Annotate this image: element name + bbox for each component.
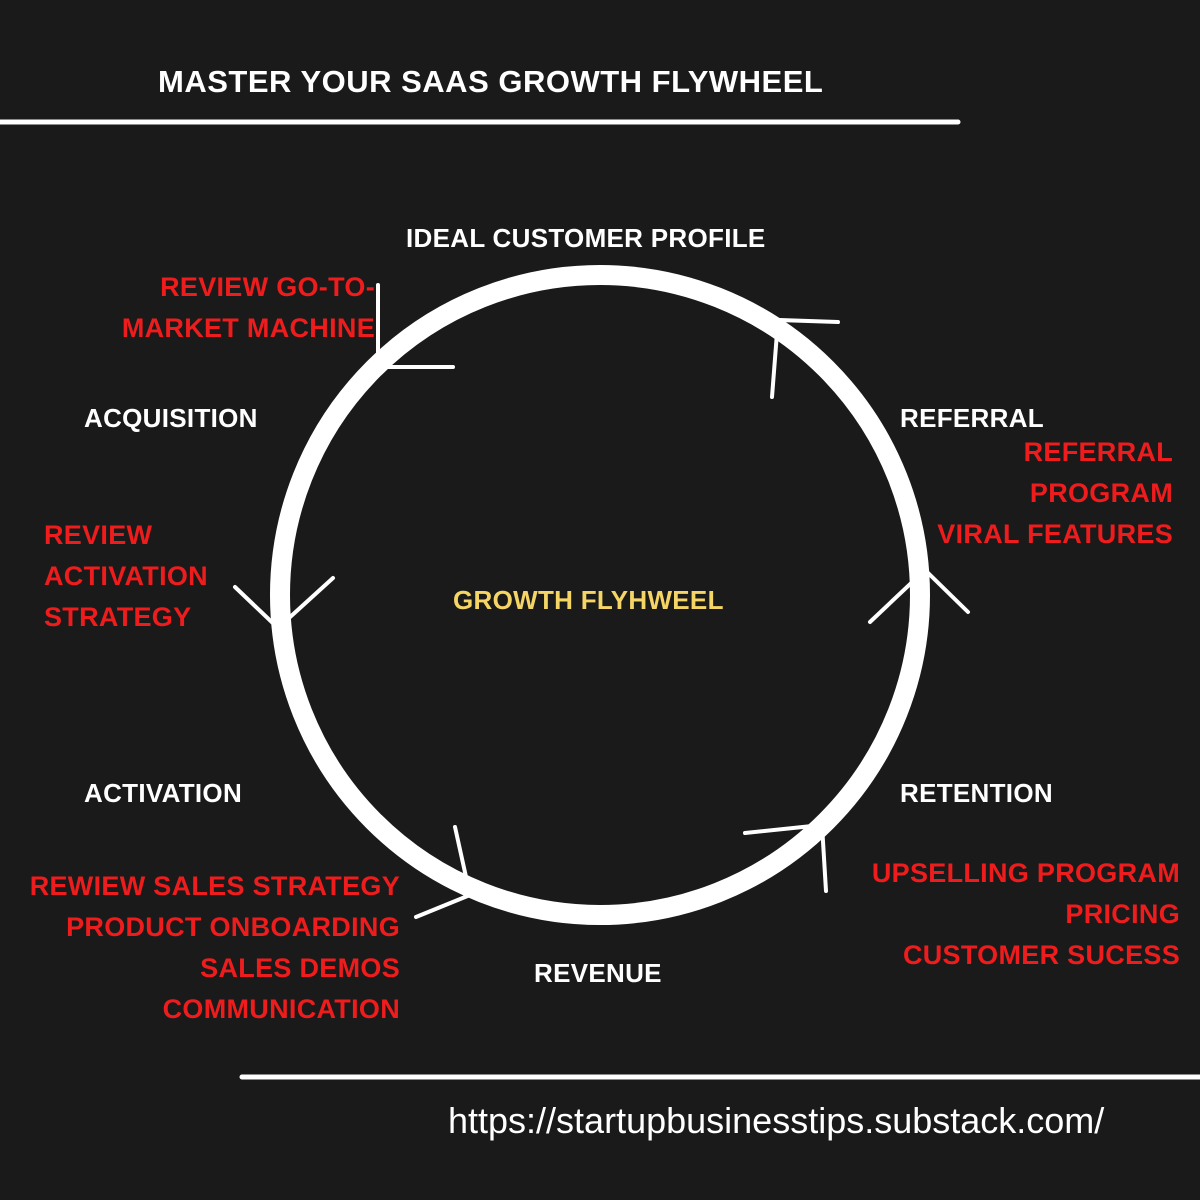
stage-ideal-customer-profile: IDEAL CUSTOMER PROFILE <box>406 223 766 253</box>
flywheel-ring <box>270 265 930 925</box>
gtm-actions: REVIEW GO-TO- MARKET MACHINE <box>122 267 375 349</box>
activation-actions: REVIEW ACTIVATION STRATEGY <box>44 515 208 638</box>
center-label: GROWTH FLYHWEEL <box>453 585 724 615</box>
revenue-actions: REWIEW SALES STRATEGY PRODUCT ONBOARDING… <box>30 866 400 1030</box>
stage-revenue: REVENUE <box>534 958 662 988</box>
stage-activation: ACTIVATION <box>84 778 243 808</box>
arrow-bottom-right-icon <box>743 822 828 893</box>
action-item: VIRAL FEATURES <box>937 519 1173 549</box>
stage-acquisition: ACQUISITION <box>84 403 258 433</box>
action-item: CUSTOMER SUCESS <box>902 940 1180 970</box>
retention-actions: UPSELLING PROGRAM PRICING CUSTOMER SUCES… <box>872 853 1180 976</box>
referral-actions: REFERRAL PROGRAM VIRAL FEATURES <box>937 432 1173 555</box>
stage-referral: REFERRAL <box>900 403 1044 433</box>
arrow-left-icon <box>233 576 335 631</box>
action-item: PRODUCT ONBOARDING <box>66 912 400 942</box>
action-item: ACTIVATION <box>44 561 208 591</box>
source-url-link[interactable]: https://startupbusinesstips.substack.com… <box>448 1100 1105 1141</box>
action-item: PRICING <box>1065 899 1180 929</box>
action-item: COMMUNICATION <box>162 994 400 1024</box>
action-item: REVIEW <box>44 520 153 550</box>
action-item: REVIEW GO-TO- <box>160 272 375 302</box>
stage-retention: RETENTION <box>900 778 1053 808</box>
action-item: MARKET MACHINE <box>121 313 375 343</box>
action-item: REFERRAL <box>1023 437 1173 467</box>
action-item: STRATEGY <box>44 602 192 632</box>
page-title: MASTER YOUR SAAS GROWTH FLYWHEEL <box>158 64 824 99</box>
action-item: SALES DEMOS <box>200 953 400 983</box>
arrow-bottom-left-icon <box>414 825 473 919</box>
arrow-right-icon <box>868 567 970 624</box>
action-item: REWIEW SALES STRATEGY <box>29 871 400 901</box>
arrow-top-right-icon <box>770 317 840 399</box>
action-item: PROGRAM <box>1029 478 1173 508</box>
arrow-top-left-icon <box>376 283 455 369</box>
action-item: UPSELLING PROGRAM <box>871 858 1180 888</box>
